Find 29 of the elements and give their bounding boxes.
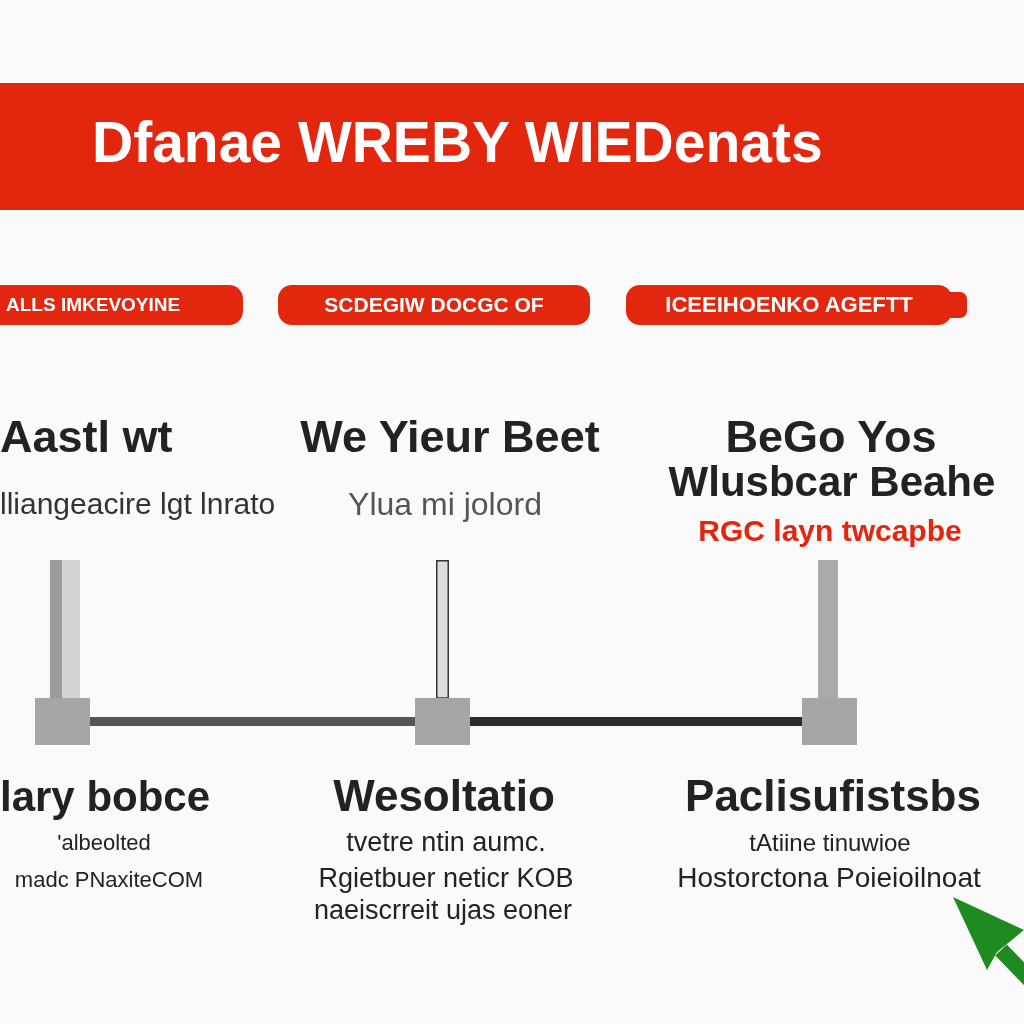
caption-heading: Paclisufistsbs xyxy=(685,771,981,823)
caption-text: madc PNaxiteCOM xyxy=(14,866,204,892)
caption-text: tvetre ntin aumc. xyxy=(346,827,546,859)
caption-text: naeiscrreit ujas eoner xyxy=(313,895,573,927)
post xyxy=(415,560,470,745)
highlight-text: RGC layn twcapbe xyxy=(698,514,962,549)
pill-text: ICEEIHOENKO AGEFTT xyxy=(665,292,913,318)
caption-text: 'albeolted xyxy=(57,829,151,855)
pill-tag xyxy=(278,285,590,325)
pill-tag xyxy=(0,285,243,325)
caption-text: tAtiine tinuwioe xyxy=(749,828,911,857)
column-heading: Aastl wt xyxy=(0,413,173,459)
pill-tag xyxy=(626,285,967,325)
pill-text: ALLS IMKEVOYINE xyxy=(6,294,181,316)
connector-line xyxy=(90,717,415,726)
caption-heading: Wesoltatio xyxy=(333,771,555,823)
title: Dfanae WREBY WIEDenats xyxy=(92,110,823,176)
column-heading: Wlusbcar Beahe xyxy=(668,461,996,504)
caption-text: Hostorctona Poieioilnoat xyxy=(677,862,981,895)
caption-heading: lary bobce xyxy=(0,773,211,822)
column-heading: BeGo Yos xyxy=(725,413,937,459)
column-heading: We Yieur Beet xyxy=(300,413,600,459)
column-subtitle: lliangeacire lgt lnrato xyxy=(0,487,276,522)
connector-line xyxy=(470,717,802,726)
post xyxy=(35,560,90,745)
caption-text: Rgietbuer neticr KOB xyxy=(318,863,574,895)
column-subtitle: Ylua mi jolord xyxy=(348,485,542,523)
pill-text: SCDEGIW DOCGC OF xyxy=(324,292,544,318)
post xyxy=(802,560,857,745)
